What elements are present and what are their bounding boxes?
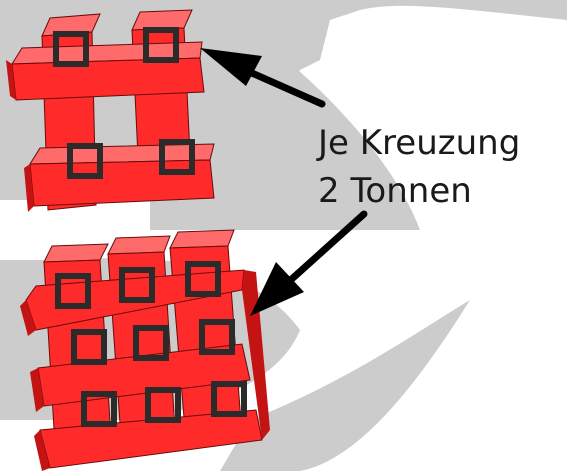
arrow-shaft bbox=[280, 210, 368, 290]
arrow-head bbox=[250, 262, 304, 316]
beam bbox=[43, 243, 109, 263]
lower-grid bbox=[20, 229, 270, 471]
arrow-head bbox=[200, 48, 262, 86]
beam bbox=[24, 164, 34, 212]
beam bbox=[6, 60, 16, 100]
annotation-line-1: Je Kreuzung bbox=[318, 123, 521, 163]
arrow-to-lower-grid bbox=[250, 210, 368, 316]
backdrop-shape-lower-right bbox=[220, 300, 470, 471]
annotation-line-2: 2 Tonnen bbox=[318, 171, 472, 211]
joint-marker bbox=[67, 143, 103, 179]
joint-marker bbox=[159, 139, 195, 175]
joint-marker bbox=[81, 391, 117, 427]
joint-marker bbox=[185, 261, 221, 297]
joint-marker bbox=[55, 273, 91, 309]
beam bbox=[107, 235, 171, 255]
beam bbox=[169, 229, 235, 249]
joint-marker bbox=[211, 381, 247, 417]
joint-marker bbox=[53, 31, 89, 67]
beam bbox=[20, 300, 36, 336]
joint-marker bbox=[71, 329, 107, 365]
beam bbox=[11, 57, 205, 101]
upper-grid bbox=[6, 9, 215, 212]
beam bbox=[34, 430, 50, 471]
joint-marker bbox=[143, 27, 179, 63]
beam bbox=[29, 159, 215, 207]
beam bbox=[30, 368, 44, 412]
joint-marker bbox=[145, 387, 181, 423]
joint-marker bbox=[133, 325, 169, 361]
arrow-to-upper-grid bbox=[200, 48, 326, 108]
joint-marker bbox=[119, 267, 155, 303]
joint-marker bbox=[199, 319, 235, 355]
beam bbox=[242, 270, 270, 440]
